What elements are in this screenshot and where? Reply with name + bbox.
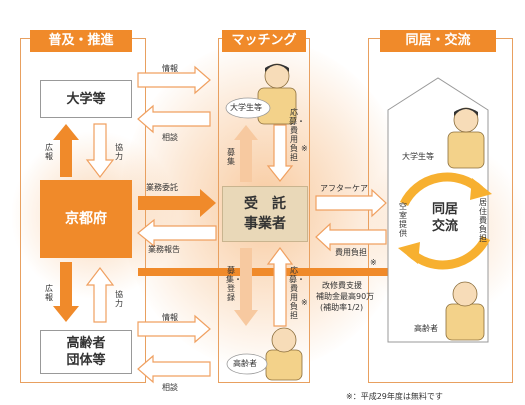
renovation-label-3: (補助率1/2) (320, 303, 364, 312)
contractor-label-1: 受 託 (244, 196, 286, 212)
apply-top-label: 応募・費用負担 (289, 108, 305, 162)
arrow-info-bottom (137, 314, 211, 344)
renovation-label-1: 改修費支援 (322, 281, 362, 290)
arrow-renovation (138, 260, 404, 284)
cohab-label-2: 交流 (431, 219, 458, 234)
rent-burden-label: 居住費負担 (479, 198, 487, 243)
arrow-consult-top (137, 104, 211, 134)
cost-burden-mark: ※ (370, 258, 377, 267)
contractor-label-2: 事業者 (244, 216, 286, 232)
house-student-label: 大学生等 (402, 152, 434, 161)
house-elderly-illustration (445, 281, 485, 341)
cycle-arrow-top (399, 172, 484, 207)
info-bottom-label: 情報 (162, 313, 178, 322)
arrow-aftercare (315, 188, 387, 218)
header-matching: マッチング (222, 30, 306, 52)
kyoto-prefecture-box: 京都府 (40, 180, 132, 258)
elderly-group-label-2: 団体等 (66, 353, 106, 368)
recruit-bottom-label: 募集・登録 (226, 266, 242, 302)
info-top-label: 情報 (162, 64, 178, 73)
arrow-coop-bottom (85, 267, 115, 323)
cycle-arrowhead-top (470, 178, 492, 200)
kyoto-label: 京都府 (65, 210, 107, 227)
arrow-apply-bottom (266, 247, 294, 327)
outsourcing-label: 業務委託 (146, 183, 178, 192)
elderly-bubble-label: 高齢者 (233, 359, 257, 368)
pr-bottom-label: 広報 (45, 284, 53, 302)
footnote: ※：平成29年度は無料です (346, 392, 443, 401)
space-provision-label: 空室提供 (399, 202, 407, 238)
cost-burden-label: 費用負担 (335, 248, 367, 257)
student-bubble-label: 大学生等 (230, 103, 262, 112)
arrow-pr-bottom (53, 262, 79, 322)
arrow-cost-burden (315, 222, 387, 252)
header-cohabitation: 同居・交流 (380, 30, 496, 52)
student-illustration (257, 63, 297, 125)
cohab-label-1: 同居 (431, 202, 458, 217)
aftercare-label: アフターケア (320, 184, 368, 193)
arrow-pr-top (53, 124, 79, 177)
apply-bottom-mark: ※ (301, 298, 308, 307)
arrow-apply-top (266, 124, 294, 182)
apply-bottom-label: 応募・費用負担 (289, 266, 305, 320)
consult-bottom-label: 相談 (162, 383, 178, 392)
arrow-outsourcing (138, 189, 216, 217)
cycle-arrow-bottom (406, 235, 491, 270)
contractor-box: 受 託 事業者 (222, 186, 308, 242)
recruit-top-label: 募集 (227, 148, 235, 166)
cycle-arrowhead-bottom (398, 242, 420, 264)
consult-top-label: 相談 (162, 133, 178, 142)
arrow-report (137, 218, 217, 248)
elderly-illustration (265, 327, 303, 381)
arrow-coop-top (85, 123, 115, 178)
report-label: 業務報告 (148, 245, 180, 254)
renovation-label-2: 補助金最高90万 (316, 292, 375, 301)
header-promotion: 普及・推進 (30, 30, 132, 52)
elderly-group-box: 高齢者 団体等 (40, 330, 132, 374)
arrow-recruit-top (234, 125, 258, 182)
arrow-recruit-bottom (234, 248, 258, 326)
coop-bottom-label: 協力 (115, 290, 123, 308)
university-box: 大学等 (40, 80, 132, 118)
arrow-consult-bottom (137, 354, 211, 384)
elderly-group-label-1: 高齢者 (66, 336, 106, 351)
cohabitation-box: 同居 交流 (420, 196, 470, 240)
university-label: 大学等 (66, 91, 106, 107)
apply-top-mark: ※ (301, 144, 308, 153)
coop-top-label: 協力 (115, 143, 123, 161)
house-student-illustration (447, 107, 485, 169)
elderly-bubble-shape (226, 353, 268, 375)
house-elderly-label: 高齢者 (414, 324, 438, 333)
student-bubble-shape (225, 97, 271, 119)
pr-top-label: 広報 (45, 143, 53, 161)
arrow-info-top (137, 65, 211, 95)
